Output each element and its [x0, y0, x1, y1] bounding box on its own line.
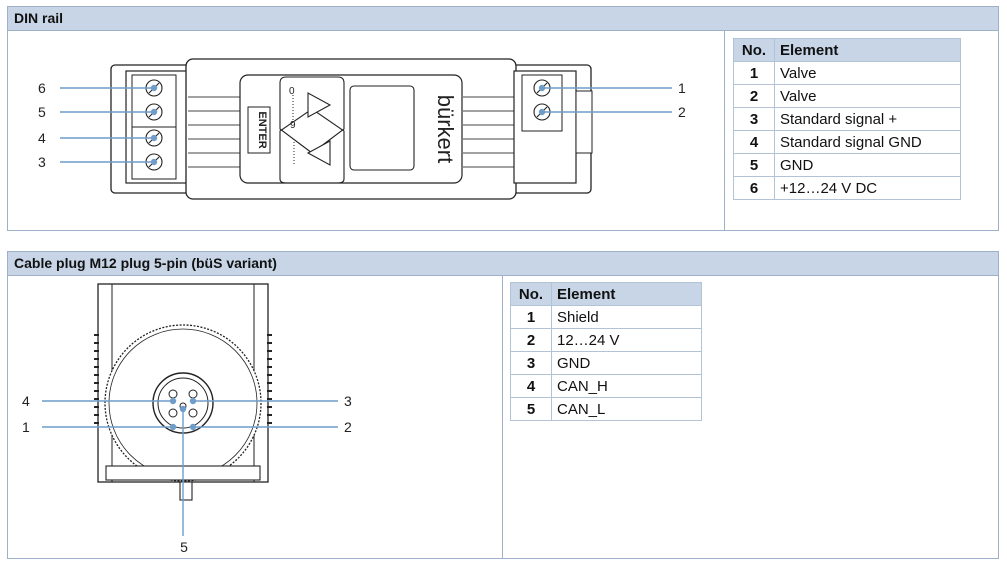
row-element: CAN_H [551, 374, 702, 398]
cable-plug-diagram: 4 1 3 2 5 [22, 283, 352, 555]
cable-plug-divider [502, 276, 503, 559]
din-rail-divider [724, 31, 725, 231]
row-element: +12…24 V DC [774, 176, 961, 200]
row-no: 3 [733, 107, 775, 131]
column-header-element: Element [551, 282, 702, 306]
row-no: 2 [510, 328, 552, 352]
row-no: 5 [510, 397, 552, 421]
row-no: 1 [733, 61, 775, 85]
callout-3: 3 [38, 154, 46, 170]
din-rail-diagram: ENTER 0 9 bürkert [38, 58, 686, 200]
cable-plug-section: Cable plug M12 plug 5-pin (büS variant) [7, 251, 999, 559]
row-no: 2 [733, 84, 775, 108]
callout-2: 2 [678, 104, 686, 120]
up-arrow-icon [307, 92, 332, 118]
row-element: GND [551, 351, 702, 375]
din-rail-title: DIN rail [8, 7, 998, 31]
down-arrow-icon [306, 140, 331, 166]
column-header-no: No. [733, 38, 775, 62]
row-element: Shield [551, 305, 702, 329]
row-no: 5 [733, 153, 775, 177]
callout-6: 6 [38, 80, 46, 96]
row-element: GND [774, 153, 961, 177]
enter-label: ENTER [256, 111, 268, 148]
callout-4: 4 [22, 393, 30, 409]
brand-logo: bürkert [433, 95, 458, 163]
row-element: 12…24 V [551, 328, 702, 352]
row-element: Standard signal + [774, 107, 961, 131]
column-header-element: Element [774, 38, 961, 62]
callout-5: 5 [38, 104, 46, 120]
callout-2: 2 [344, 419, 352, 435]
din-rail-section: DIN rail [7, 6, 999, 231]
column-header-no: No. [510, 282, 552, 306]
svg-text:9: 9 [290, 120, 296, 131]
row-no: 4 [733, 130, 775, 154]
row-element: Valve [774, 84, 961, 108]
row-no: 1 [510, 305, 552, 329]
row-element: Valve [774, 61, 961, 85]
callout-1: 1 [22, 419, 30, 435]
row-no: 6 [733, 176, 775, 200]
callout-5: 5 [180, 539, 188, 555]
row-no: 3 [510, 351, 552, 375]
table-row: 6+12…24 V DC [733, 176, 961, 200]
row-element: Standard signal GND [774, 130, 961, 154]
row-no: 4 [510, 374, 552, 398]
display-window [349, 85, 415, 171]
callout-3: 3 [344, 393, 352, 409]
svg-text:0: 0 [289, 86, 295, 97]
callout-4: 4 [38, 130, 46, 146]
cable-plug-title: Cable plug M12 plug 5-pin (büS variant) [8, 252, 998, 276]
row-element: CAN_L [551, 397, 702, 421]
callout-1: 1 [678, 80, 686, 96]
